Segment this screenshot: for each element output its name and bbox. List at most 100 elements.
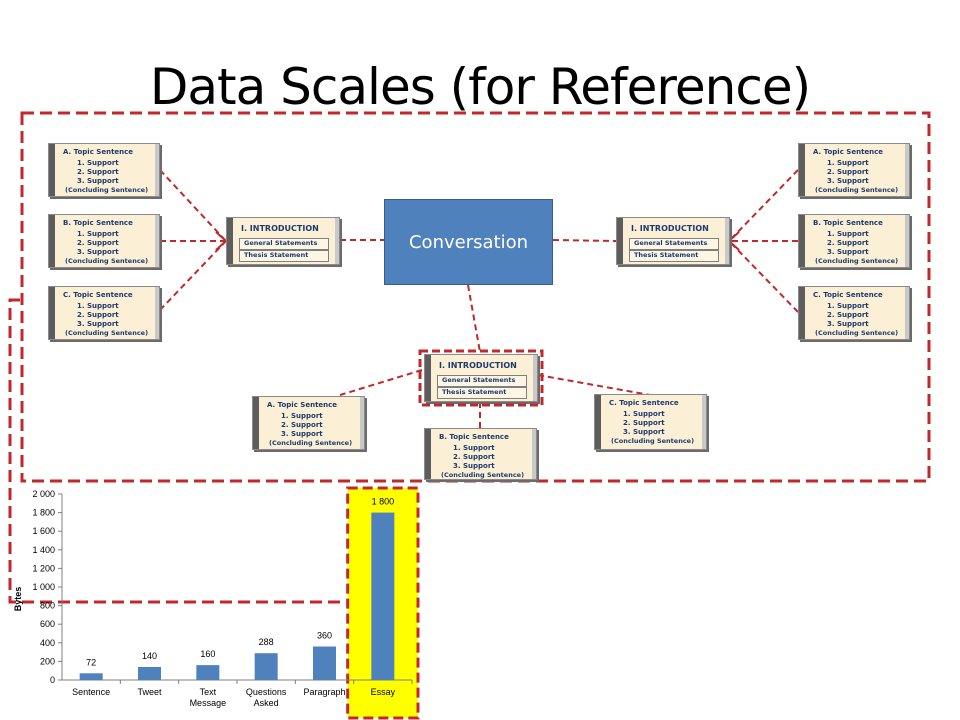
y-tick-label: 0 — [50, 675, 55, 685]
paragraph-heading: B. Topic Sentence — [439, 433, 509, 441]
y-tick-label: 1 200 — [32, 563, 55, 573]
link-right-conv — [552, 239, 617, 242]
bar-value-label: 288 — [259, 637, 274, 647]
right-introduction-card: I. INTRODUCTION General Statements Thesi… — [616, 217, 730, 265]
y-tick-label: 800 — [40, 601, 55, 611]
support-line: 2. Support — [453, 453, 495, 461]
x-tick-label: Text — [200, 687, 217, 697]
bar-value-label: 72 — [86, 657, 96, 667]
introduction-heading: I. INTRODUCTION — [241, 224, 319, 233]
support-line: 1. Support — [453, 444, 495, 452]
bytes-bar-chart: 0 200 400 600 800 1 000 1 200 1 400 1 600 1 800 2 … — [13, 486, 420, 720]
paragraph-heading: C. Topic Sentence — [813, 291, 883, 299]
support-line: 3. Support — [77, 248, 119, 256]
x-tick-label: Message — [190, 698, 227, 708]
y-tick-label: 1 000 — [32, 582, 55, 592]
left-paragraph-a-card: A. Topic Sentence 1. Support 2. Support … — [48, 143, 160, 197]
support-line: 3. Support — [77, 320, 119, 328]
concluding-line: (Concluding Sentence) — [65, 329, 149, 337]
link-bottom-c — [537, 374, 651, 396]
x-tick-label: Asked — [254, 698, 279, 708]
y-tick-label: 1 800 — [32, 508, 55, 518]
conversation-label: Conversation — [408, 231, 528, 253]
thesis-statement-row: Thesis Statement — [629, 250, 719, 262]
general-statements-row: General Statements — [437, 375, 527, 387]
left-paragraph-b-card: B. Topic Sentence 1. Support 2. Support … — [48, 214, 160, 268]
bar — [196, 665, 220, 680]
general-statements-row: General Statements — [239, 238, 329, 250]
paragraph-heading: B. Topic Sentence — [813, 219, 883, 227]
chart-link-line — [8, 298, 345, 604]
support-line: 1. Support — [281, 412, 323, 420]
bar-value-label: 160 — [200, 649, 215, 659]
bottom-paragraph-b-card: B. Topic Sentence 1. Support 2. Support … — [424, 428, 537, 480]
support-line: 2. Support — [623, 419, 665, 427]
concluding-line: (Concluding Sentence) — [815, 186, 899, 194]
link-bottom-a — [339, 369, 423, 396]
x-tick-label: Tweet — [137, 687, 162, 697]
x-tick-label: Sentence — [72, 687, 110, 697]
concluding-line: (Concluding Sentence) — [65, 186, 149, 194]
left-paragraph-c-card: C. Topic Sentence 1. Support 2. Support … — [48, 286, 160, 340]
y-tick-label: 600 — [40, 619, 55, 629]
conversation-box: Conversation — [384, 199, 553, 285]
concluding-line: (Concluding Sentence) — [611, 437, 695, 445]
bar — [79, 673, 103, 680]
support-line: 2. Support — [77, 311, 119, 319]
support-line: 3. Support — [453, 462, 495, 470]
right-paragraph-b-card: B. Topic Sentence 1. Support 2. Support … — [798, 214, 910, 268]
left-introduction-card: I. INTRODUCTION General Statements Thesi… — [226, 217, 340, 265]
support-line: 3. Support — [77, 177, 119, 185]
bar — [138, 666, 161, 680]
diagram-frame — [20, 111, 931, 483]
paragraph-heading: C. Topic Sentence — [63, 291, 133, 299]
bottom-paragraph-a-card: A. Topic Sentence 1. Support 2. Support … — [252, 396, 365, 450]
x-tick-label: Questions — [246, 687, 287, 697]
bottom-introduction-card: I. INTRODUCTION General Statements Thesi… — [424, 354, 538, 402]
paragraph-heading: A. Topic Sentence — [267, 401, 338, 409]
paragraph-heading: A. Topic Sentence — [813, 148, 884, 156]
bottom-intro-highlight — [418, 349, 544, 407]
y-tick-label: 1 400 — [32, 545, 55, 555]
x-tick-label: Essay — [371, 687, 396, 697]
bar — [254, 653, 278, 680]
support-line: 2. Support — [827, 311, 869, 319]
concluding-line: (Concluding Sentence) — [269, 439, 353, 447]
support-line: 3. Support — [281, 430, 323, 438]
support-line: 1. Support — [77, 159, 119, 167]
y-axis-label: Bytes — [13, 587, 23, 612]
concluding-line: (Concluding Sentence) — [815, 257, 899, 265]
right-paragraph-c-card: C. Topic Sentence 1. Support 2. Support … — [798, 286, 910, 340]
concluding-line: (Concluding Sentence) — [65, 257, 149, 265]
slide-title: Data Scales (for Reference) — [149, 58, 811, 116]
y-tick-label: 400 — [40, 638, 55, 648]
support-line: 2. Support — [77, 168, 119, 176]
link-bottom-conv — [467, 284, 481, 353]
thesis-statement-row: Thesis Statement — [239, 250, 329, 262]
thesis-statement-row: Thesis Statement — [437, 387, 527, 399]
link-right-a — [729, 169, 799, 241]
right-paragraph-a-card: A. Topic Sentence 1. Support 2. Support … — [798, 143, 910, 197]
bar-value-label: 140 — [142, 651, 157, 661]
support-line: 1. Support — [827, 230, 869, 238]
support-line: 1. Support — [827, 159, 869, 167]
link-right-c — [729, 241, 799, 313]
support-line: 2. Support — [827, 168, 869, 176]
paragraph-heading: C. Topic Sentence — [609, 399, 679, 407]
y-tick-label: 2 000 — [32, 489, 55, 499]
y-tick-label: 1 600 — [32, 526, 55, 536]
general-statements-row: General Statements — [629, 238, 719, 250]
x-tick-label: Paragraph — [303, 687, 345, 697]
support-line: 3. Support — [827, 248, 869, 256]
bar-value-label: 360 — [317, 631, 332, 641]
concluding-line: (Concluding Sentence) — [815, 329, 899, 337]
bar — [371, 512, 395, 680]
support-line: 2. Support — [281, 421, 323, 429]
support-line: 2. Support — [827, 239, 869, 247]
y-tick-label: 200 — [40, 656, 55, 666]
support-line: 3. Support — [827, 320, 869, 328]
paragraph-heading: B. Topic Sentence — [63, 219, 133, 227]
link-left-a — [159, 169, 226, 241]
link-left-c — [159, 241, 226, 311]
